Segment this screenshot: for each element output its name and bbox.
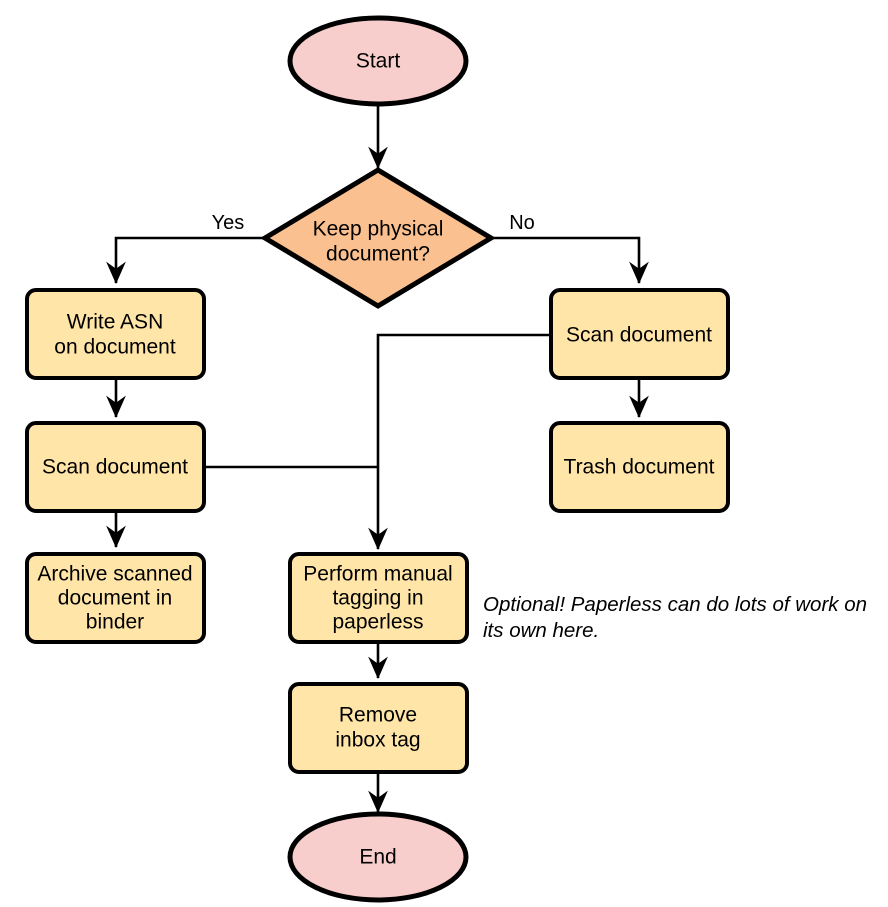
decision-diamond[interactable] (260, 167, 496, 309)
node-trash-document[interactable]: Trash document (549, 421, 730, 513)
archive-label-line3: binder (86, 611, 144, 634)
edge-decision-yes-to-write-asn (106, 236, 265, 285)
tagging-label-line1: Perform manual (303, 563, 452, 586)
annotation-line2: its own here. (483, 619, 599, 642)
node-scan-document-left[interactable]: Scan document (25, 421, 206, 513)
write-asn-box[interactable] (25, 288, 206, 380)
annotation-line1: Optional! Paperless can do lots of work … (483, 593, 867, 616)
tagging-label-line3: paperless (332, 611, 423, 634)
archive-label-line2: document in (58, 587, 172, 610)
edge-label-no: No (509, 212, 535, 234)
archive-document-box[interactable] (25, 552, 206, 644)
node-perform-manual-tagging[interactable]: Perform manual tagging in paperless (288, 552, 469, 644)
remove-inbox-tag-box[interactable] (288, 682, 469, 774)
edge-scan-right-to-tagging (368, 333, 552, 551)
node-decision-keep-physical-document[interactable]: Keep physical document? (260, 167, 496, 309)
decision-label-line1: Keep physical (313, 218, 444, 241)
decision-label-line2: document? (326, 243, 430, 266)
node-start[interactable]: Start (287, 15, 469, 107)
node-write-asn[interactable]: Write ASN on document (25, 288, 206, 380)
end-ellipse[interactable] (287, 811, 469, 903)
write-asn-label-line1: Write ASN (67, 311, 163, 334)
write-asn-label-line2: on document (54, 336, 176, 359)
edge-label-yes: Yes (212, 212, 245, 234)
remove-inbox-label-line2: inbox tag (335, 729, 420, 752)
tagging-box[interactable] (288, 552, 469, 644)
edge-labels-layer: Yes No (212, 212, 535, 234)
scan-document-left-label: Scan document (42, 456, 188, 479)
remove-inbox-label-line1: Remove (339, 704, 417, 727)
scan-document-right-label: Scan document (566, 324, 712, 347)
edge-decision-no-to-scan-right (491, 236, 649, 285)
end-label: End (359, 846, 396, 869)
annotation-optional-paperless: Optional! Paperless can do lots of work … (483, 593, 867, 642)
edges-layer (106, 103, 649, 814)
start-ellipse[interactable] (287, 15, 469, 107)
tagging-label-line2: tagging in (332, 587, 423, 610)
node-end[interactable]: End (287, 811, 469, 903)
start-label: Start (356, 50, 401, 73)
scan-document-right-box[interactable] (549, 288, 730, 380)
archive-label-line1: Archive scanned (37, 563, 192, 586)
trash-document-box[interactable] (549, 421, 730, 513)
node-scan-document-right[interactable]: Scan document (549, 288, 730, 380)
scan-document-left-box[interactable] (25, 421, 206, 513)
node-archive-document[interactable]: Archive scanned document in binder (25, 552, 206, 644)
trash-document-label: Trash document (564, 456, 715, 479)
node-remove-inbox-tag[interactable]: Remove inbox tag (288, 682, 469, 774)
